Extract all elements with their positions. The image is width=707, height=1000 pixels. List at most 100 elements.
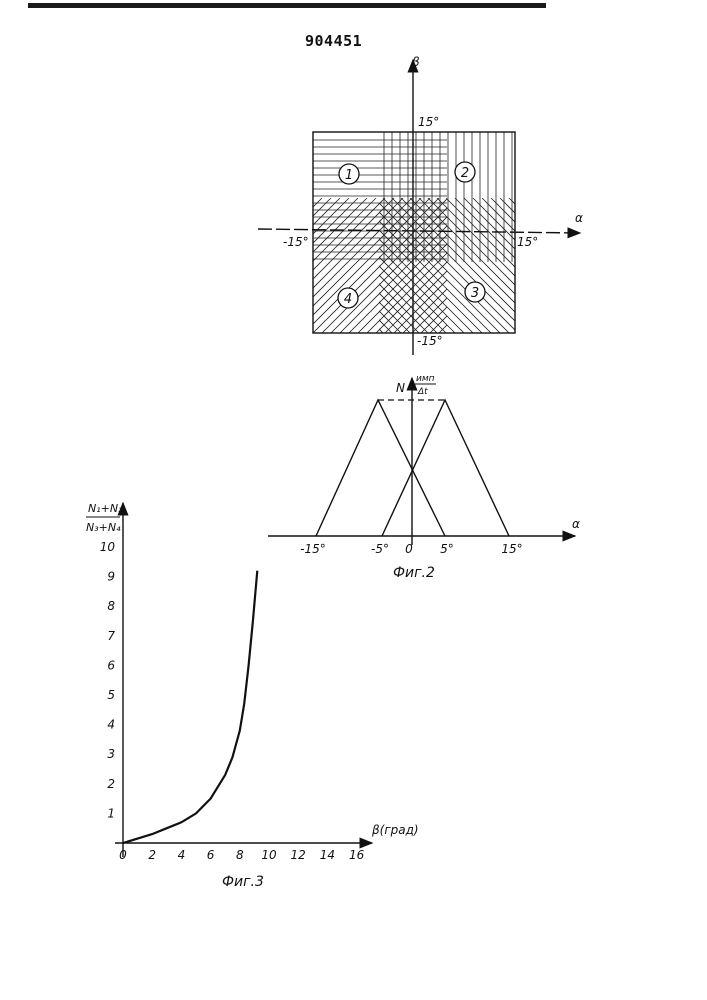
y-tick-label: 5	[107, 688, 115, 702]
y-tick-label: 2	[107, 777, 115, 791]
hatch-line	[347, 198, 487, 338]
hatch-line	[398, 198, 538, 338]
hatch-line	[365, 198, 505, 338]
tick-label-zero: 0	[405, 542, 413, 556]
y-tick-label: 10	[100, 540, 116, 554]
hatch-line	[425, 198, 565, 338]
hatch-line	[356, 198, 496, 338]
tick-label-minus5: -5°	[371, 542, 389, 556]
x-tick-label: 12	[291, 848, 306, 862]
hatch-line	[473, 198, 613, 338]
hatch-line	[236, 198, 376, 338]
hatch-line	[389, 198, 529, 338]
pulse-count-chart: N имп Δt α -15° -5° 0 5° 15° Фиг.2	[268, 374, 580, 581]
x-tick-label: 8	[236, 848, 244, 862]
hatch-line	[218, 198, 358, 338]
zone-marker-2: 2	[455, 162, 475, 182]
n-axis-label-denominator: Δt	[417, 387, 428, 397]
tick-label-15: 15°	[501, 542, 522, 556]
hatch-line	[254, 198, 394, 338]
fig3-y-label-top: N₁+N₂	[88, 502, 123, 515]
hatch-line	[239, 198, 379, 338]
hatch-line	[518, 198, 658, 338]
hatch-line	[335, 198, 475, 338]
hatch-line	[299, 198, 439, 338]
y-tick-label: 4	[107, 718, 115, 732]
hatch-line	[380, 198, 520, 338]
hatch-line	[245, 198, 385, 338]
hatch-line	[191, 198, 331, 338]
zone-number-1: 1	[345, 168, 353, 183]
hatch-line	[311, 198, 451, 338]
hatch-line	[320, 198, 460, 338]
x-tick-label: 14	[320, 848, 335, 862]
hatch-line	[419, 198, 559, 338]
hatch-line	[428, 198, 568, 338]
hatch-line	[275, 198, 415, 338]
hatch-line	[272, 198, 412, 338]
zone-4-hatch	[173, 198, 583, 338]
y-tick-label: 7	[107, 629, 115, 643]
zone-number-4: 4	[344, 292, 352, 307]
hatch-line	[263, 198, 403, 338]
hatch-line	[374, 198, 514, 338]
hatch-line	[437, 198, 577, 338]
hatch-line	[446, 198, 586, 338]
alpha-axis-bottom-label: α	[572, 517, 580, 531]
x-tick-label: 4	[178, 848, 186, 862]
beta-axis-label: β	[411, 55, 420, 69]
y-tick-label: 6	[107, 658, 115, 672]
x-tick-label: 16	[349, 848, 365, 862]
fig3-y-label-bottom: N₃+N₄	[86, 521, 121, 534]
hatch-line	[317, 198, 457, 338]
fig3-ticks: 024681012141612345678910	[100, 540, 365, 862]
zone-marker-4: 4	[338, 288, 358, 308]
tick-label-minus15: -15°	[300, 542, 326, 556]
hatch-line	[173, 198, 313, 338]
y-tick-label: 3	[107, 747, 115, 761]
hatch-line	[248, 198, 388, 338]
hatch-line	[491, 198, 631, 338]
hatch-line	[344, 198, 484, 338]
fig3-curve	[123, 571, 257, 843]
hatch-line	[416, 198, 556, 338]
hatch-line	[182, 198, 322, 338]
alpha-axis-label: α	[575, 211, 583, 225]
hatch-line	[284, 198, 424, 338]
x-tick-label: 0	[119, 848, 127, 862]
n-axis-label: N	[396, 381, 405, 395]
zone-3-hatch	[239, 198, 658, 338]
hatch-line	[293, 198, 433, 338]
y-tick-label: 1	[107, 806, 115, 820]
hatch-line	[290, 198, 430, 338]
hatch-line	[257, 198, 397, 338]
figure-3-chart: N₁+N₂ N₃+N₄ β(град) 02468101214161234567…	[86, 502, 419, 890]
y-tick-label: 9	[107, 570, 115, 584]
triangle-left	[316, 400, 445, 536]
hatch-line	[407, 198, 547, 338]
x-tick-label: 2	[148, 848, 156, 862]
label-right-15: 15°	[517, 235, 538, 249]
zone-number-3: 3	[471, 286, 479, 301]
zone-marker-3: 3	[465, 282, 485, 302]
fig3-x-label: β(град)	[371, 823, 419, 837]
zone-diagram: β α 15° -15° -15° 15° 1 2 3 4	[173, 55, 658, 355]
label-top-15: 15°	[418, 115, 439, 129]
n-axis-label-numerator: имп	[416, 374, 435, 384]
hatch-line	[281, 198, 421, 338]
figure-2-caption: Фиг.2	[393, 565, 435, 581]
label-left-minus15: -15°	[283, 235, 309, 249]
tick-label-5: 5°	[440, 542, 454, 556]
label-bottom-minus15: -15°	[417, 334, 443, 348]
figure-3-caption: Фиг.3	[222, 874, 264, 890]
hatch-line	[302, 198, 442, 338]
x-tick-label: 6	[207, 848, 215, 862]
hatch-line	[500, 198, 640, 338]
hatch-line	[401, 198, 541, 338]
hatch-line	[227, 198, 367, 338]
hatch-line	[308, 198, 448, 338]
zone-marker-1: 1	[339, 164, 359, 184]
hatch-line	[464, 198, 604, 338]
triangle-right	[382, 400, 509, 536]
